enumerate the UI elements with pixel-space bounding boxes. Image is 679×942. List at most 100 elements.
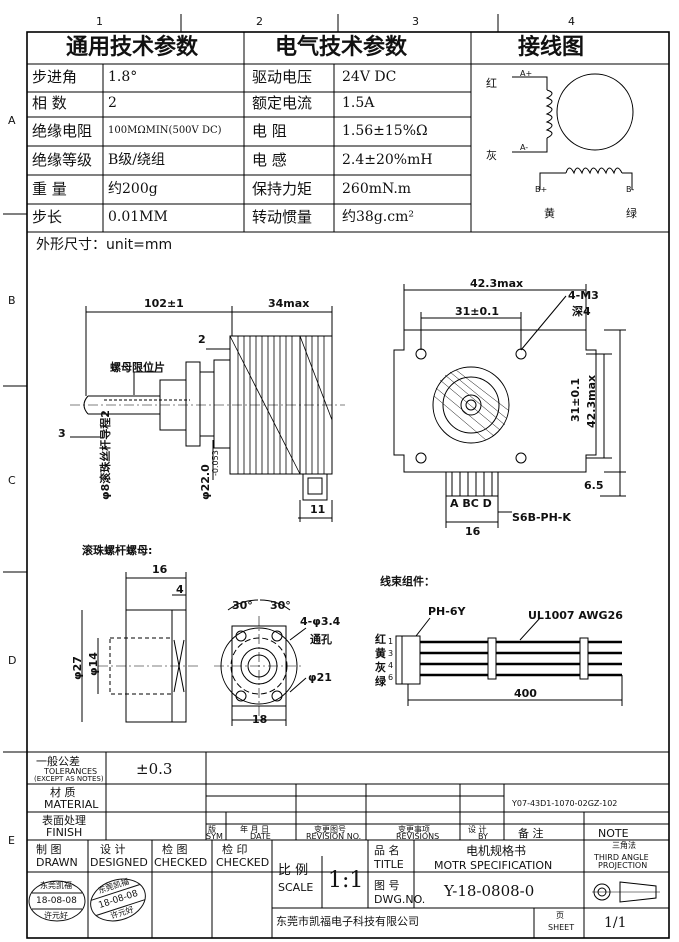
approval-stamps: [28, 878, 146, 922]
stamp-1-top: 东莞凯福: [40, 881, 72, 890]
wire-color-green: 绿: [626, 207, 637, 220]
scale-value: 1:1: [328, 868, 364, 893]
wiring-heading: 接线图: [518, 35, 585, 60]
wiring-diagram: [512, 73, 634, 190]
param-value: 24V DC: [342, 69, 397, 85]
harness-connector: PH-6Y: [428, 605, 466, 618]
checked-label-1-en: CHECKED: [154, 856, 208, 869]
param-value: 1.8°: [108, 69, 138, 85]
projection-cn: 三角法: [612, 841, 636, 850]
param-value: 0.01MM: [108, 209, 168, 225]
param-label: 绝缘电阻: [32, 122, 93, 140]
dwg-no-label: 图 号: [374, 879, 400, 892]
dim-2: 2: [198, 333, 206, 346]
title-label: 品 名: [374, 844, 400, 857]
document-title: 电机规格书: [466, 844, 527, 858]
company-name: 东莞市凯福电子科技有限公司: [276, 915, 419, 928]
harness-color: 红: [375, 633, 386, 646]
param-value: 260mN.m: [342, 181, 412, 197]
dim-connector-width: 11: [310, 503, 326, 516]
dim-front-width: 42.3max: [470, 277, 524, 290]
tolerance-label-en: TOLERANCES: [44, 767, 98, 776]
scale-label: 比 例: [278, 863, 309, 878]
designed-label: 设 计: [100, 843, 126, 856]
wire-pin-a-minus: A-: [520, 143, 529, 152]
mount-hole-spec: 4-M3: [568, 289, 599, 302]
scale-label-en: SCALE: [278, 881, 314, 894]
nut-width: 18: [252, 713, 268, 726]
nut-section-title: 滚珠螺杆螺母:: [82, 544, 153, 557]
rev-col-by: 设 计: [468, 825, 487, 834]
param-value: 1.5A: [342, 95, 375, 111]
wire-pin-b-plus: B+: [535, 185, 548, 194]
param-label: 绝缘等级: [32, 151, 93, 169]
designed-label-en: DESIGNED: [90, 856, 148, 869]
param-label: 额定电流: [252, 94, 313, 112]
stamp-1-date: 18-08-08: [36, 896, 77, 906]
rev-col-note: NOTE: [598, 827, 629, 840]
harness-color: 灰: [375, 661, 386, 674]
drawn-label-en: DRAWN: [36, 856, 78, 869]
harness-pin: 4: [388, 661, 394, 670]
drawing-border: [26, 31, 670, 939]
param-value: B级/绕组: [108, 152, 166, 168]
param-value: 约200g: [108, 181, 158, 197]
grid-column-label: 1: [96, 15, 103, 28]
grid-row-label: C: [8, 474, 16, 487]
rev-col-sym-en: SYM: [206, 832, 223, 841]
wire-color-red: 红: [486, 77, 497, 90]
drawn-label: 制 图: [36, 843, 62, 856]
rev-col-sym: 版: [208, 825, 216, 834]
dim-body-length: 34max: [268, 297, 310, 310]
projection-en-2: PROJECTION: [598, 861, 648, 870]
harness-pin: 3: [388, 649, 394, 658]
harness-title: 线束组件：: [380, 575, 435, 588]
param-value: 100MΩMIN(500V DC): [108, 125, 222, 136]
dim-connector-height: 6.5: [584, 479, 604, 492]
wire-color-gray: 灰: [486, 149, 497, 162]
rev-col-by-en: BY: [478, 832, 488, 841]
grid-column-label: 2: [256, 15, 263, 28]
shaft-tolerance: -0.053: [211, 450, 220, 476]
sheet-label: 页: [556, 911, 564, 920]
checked-label-1: 检 图: [162, 843, 188, 856]
rev-col-revisions: 变更事项: [398, 825, 430, 834]
connector-pin-labels: A BC D: [450, 497, 492, 510]
nut-dia-14: φ14: [87, 652, 100, 676]
nut-pcd: φ21: [308, 671, 332, 684]
nut-angle-a: 30°: [232, 599, 253, 612]
dwg-no-label-en: DWG.NO.: [374, 893, 426, 906]
harness-wire-spec: UL1007 AWG26: [528, 609, 623, 622]
sheet-number: 1/1: [604, 915, 627, 931]
material-label-en: MATERIAL: [44, 798, 99, 811]
dwg-number: Y-18-0808-0: [444, 882, 535, 900]
param-value: 2: [108, 95, 117, 111]
param-label: 电 感: [252, 151, 287, 169]
dim-total-length: 102±1: [144, 297, 184, 310]
tolerance-label: 一般公差: [36, 755, 80, 768]
shaft-diameter: φ22.0: [199, 464, 212, 500]
sheet-label-en: SHEET: [548, 923, 575, 932]
rev-col-revno-en: REVISION NO.: [306, 832, 362, 841]
grid-row-label: E: [8, 834, 15, 847]
param-label: 转动惯量: [252, 208, 313, 226]
side-view-drawing: [70, 306, 345, 522]
ball-screw-label: φ8滚珠丝杆导程2: [99, 410, 112, 500]
nut-through-hole: 通孔: [310, 633, 332, 646]
material-label: 材 质: [50, 786, 76, 799]
outline-dimension-title: 外形尺寸：unit=mm: [36, 237, 173, 253]
harness-pin: 1: [388, 637, 394, 646]
rev-col-revisions-en: REVISIONS: [396, 832, 440, 841]
harness-pin: 6: [388, 673, 394, 682]
grid-column-label: 3: [412, 15, 419, 28]
document-title-en: MOTR SPECIFICATION: [434, 859, 553, 872]
param-value: 2.4±20%mH: [342, 152, 433, 168]
nut-angle-b: 30°: [270, 599, 291, 612]
grid-row-label: B: [8, 294, 16, 307]
stamp-1-bottom: 许元好: [44, 911, 68, 920]
finish-label-en: FINISH: [46, 826, 83, 839]
tolerance-value: ±0.3: [136, 760, 173, 778]
checked-label-2-en: CHECKED: [216, 856, 270, 869]
checked-label-2: 检 印: [222, 843, 248, 856]
